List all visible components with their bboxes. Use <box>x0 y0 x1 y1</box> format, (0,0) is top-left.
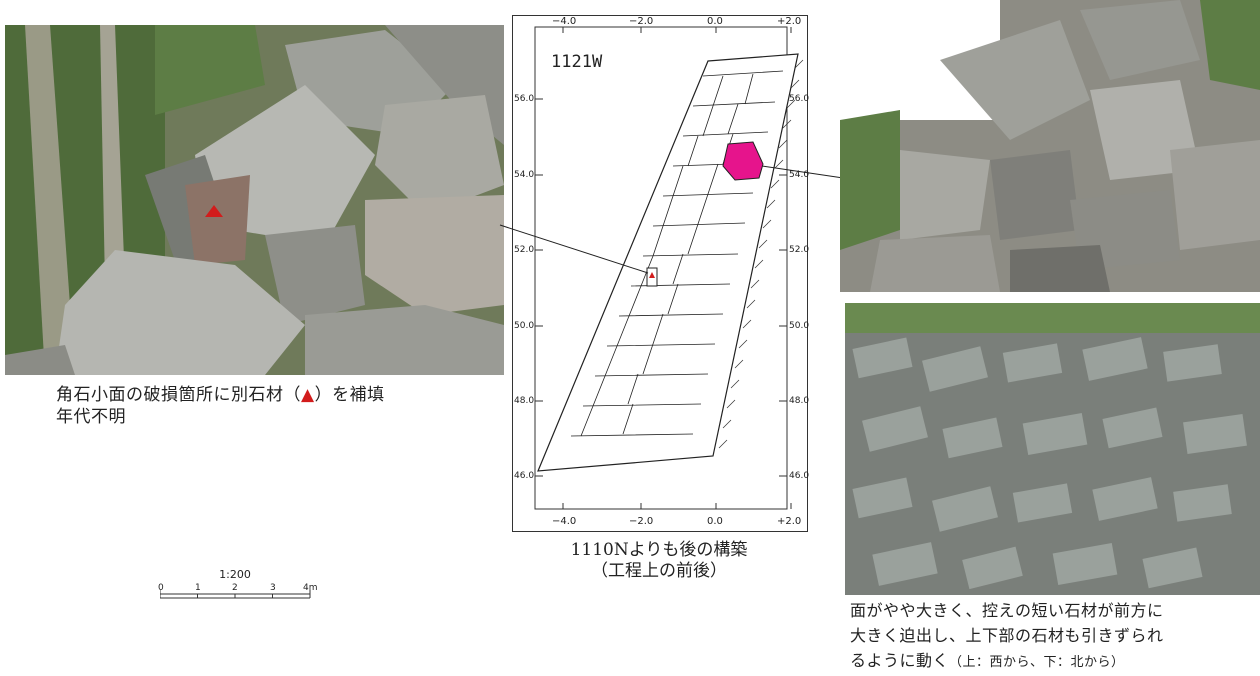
right-caption-line3: るように動く <box>850 651 950 670</box>
map-top-tick-1: −2.0 <box>629 16 654 27</box>
infill-marker-icon <box>205 205 223 217</box>
scale-tick-0: 0 <box>158 583 164 593</box>
map-right-tick-0: 56.0 <box>789 94 810 104</box>
left-caption-line2: 年代不明 <box>56 407 126 427</box>
scale-tick-4: 4m <box>303 583 318 593</box>
map-right-tick-4: 48.0 <box>789 396 810 406</box>
map-caption-line1: 1110Nよりも後の構築 <box>570 540 748 560</box>
map-bottom-tick-1: −2.0 <box>629 516 654 527</box>
right-bottom-photo <box>845 303 1260 595</box>
map-top-tick-0: −4.0 <box>552 16 577 27</box>
map-bottom-tick-0: −4.0 <box>552 516 577 527</box>
left-stone-photo <box>5 25 504 375</box>
map-left-tick-2: 52.0 <box>514 245 535 255</box>
left-caption: 角石小面の破損箇所に別石材（▲）を補填 年代不明 <box>56 384 385 428</box>
map-caption-line2: （工程上の前後） <box>591 561 727 581</box>
scale-tick-3: 3 <box>270 583 276 593</box>
right-caption-line1: 面がやや大きく、控えの短い石材が前方に <box>850 601 1164 620</box>
map-caption: 1110Nよりも後の構築 （工程上の前後） <box>512 540 806 582</box>
scale-tick-2: 2 <box>232 583 238 593</box>
left-caption-text-b: ）を補填 <box>314 385 385 405</box>
map-left-tick-1: 54.0 <box>514 170 535 180</box>
map-left-tick-4: 48.0 <box>514 396 535 406</box>
right-caption-line2: 大きく迫出し、上下部の石材も引きずられ <box>850 626 1164 645</box>
map-left-tick-5: 46.0 <box>514 471 535 481</box>
map-top-tick-3: +2.0 <box>777 16 802 27</box>
map-left-tick-3: 50.0 <box>514 321 535 331</box>
map-right-tick-3: 50.0 <box>789 321 810 331</box>
map-label: 1121W <box>551 52 603 72</box>
scale-ratio: 1:200 <box>219 568 251 581</box>
right-top-photo <box>840 0 1260 292</box>
map-left-tick-0: 56.0 <box>514 94 535 104</box>
wall-elevation-map: 1121W −4.0 −2.0 0.0 +2.0 −4.0 −2.0 0.0 +… <box>512 15 810 532</box>
map-bottom-tick-2: 0.0 <box>707 516 723 527</box>
map-right-tick-2: 52.0 <box>789 245 810 255</box>
triangle-icon: ▲ <box>301 385 315 405</box>
map-marker-icon <box>649 272 655 278</box>
left-caption-text-a: 角石小面の破損箇所に別石材（ <box>56 385 301 405</box>
map-right-tick-1: 54.0 <box>789 170 810 180</box>
map-bottom-tick-3: +2.0 <box>777 516 802 527</box>
right-caption: 面がやや大きく、控えの短い石材が前方に 大きく迫出し、上下部の石材も引きずられ … <box>850 598 1164 675</box>
scale-tick-1: 1 <box>195 583 201 593</box>
map-right-tick-5: 46.0 <box>789 471 810 481</box>
right-caption-direction-note: （上：西から、下：北から） <box>949 655 1125 670</box>
map-top-tick-2: 0.0 <box>707 16 723 27</box>
